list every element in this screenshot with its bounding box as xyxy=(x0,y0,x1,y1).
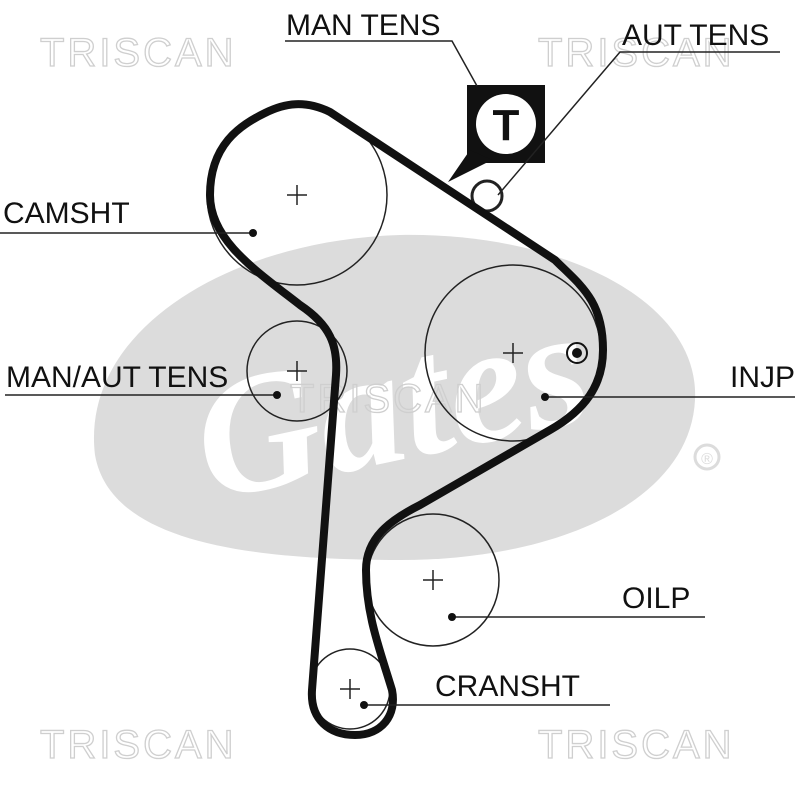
label-cransht: CRANSHT xyxy=(435,670,580,703)
dot-camsht xyxy=(249,229,257,237)
tensioner-center-cross xyxy=(287,361,307,381)
oil-pump-center-cross xyxy=(423,570,443,590)
watermark-bottom-left: TRISCAN xyxy=(40,723,237,767)
label-man-aut-tens: MAN/AUT TENS xyxy=(6,361,228,394)
label-aut-tens: AUT TENS xyxy=(622,19,769,52)
label-injp: INJP xyxy=(730,361,795,394)
idler-tensioner-pulley xyxy=(246,320,348,422)
label-camsht: CAMSHT xyxy=(3,197,130,230)
registered-mark: ® xyxy=(701,451,713,468)
watermark-top-left: TRISCAN xyxy=(40,31,237,75)
dot-oilp xyxy=(448,613,456,621)
injection-pump-timing-mark xyxy=(566,342,588,364)
dot-man-aut-tens xyxy=(273,391,281,399)
timing-belt xyxy=(206,100,607,739)
watermark-bottom-right: TRISCAN xyxy=(538,723,735,767)
dot-injp xyxy=(541,393,549,401)
registered-mark-circle xyxy=(693,443,721,471)
crankshaft-center-cross xyxy=(340,679,360,699)
camshaft-center-cross xyxy=(287,185,307,205)
tensioner-symbol: T xyxy=(493,101,520,150)
label-oilp: OILP xyxy=(622,582,690,615)
leader-man-tens xyxy=(285,40,478,87)
injection-pump-center-cross xyxy=(503,343,523,363)
gates-logo-shape xyxy=(93,234,696,561)
label-man-tens: MAN TENS xyxy=(286,9,440,42)
gates-logo: Gates ® xyxy=(93,234,721,561)
watermark-center: TRISCAN xyxy=(290,377,487,421)
watermark-top-right: TRISCAN xyxy=(538,31,735,75)
manual-tensioner-callout: T xyxy=(448,85,545,182)
leader-aut-tens xyxy=(497,51,780,196)
dot-cransht xyxy=(360,701,368,709)
